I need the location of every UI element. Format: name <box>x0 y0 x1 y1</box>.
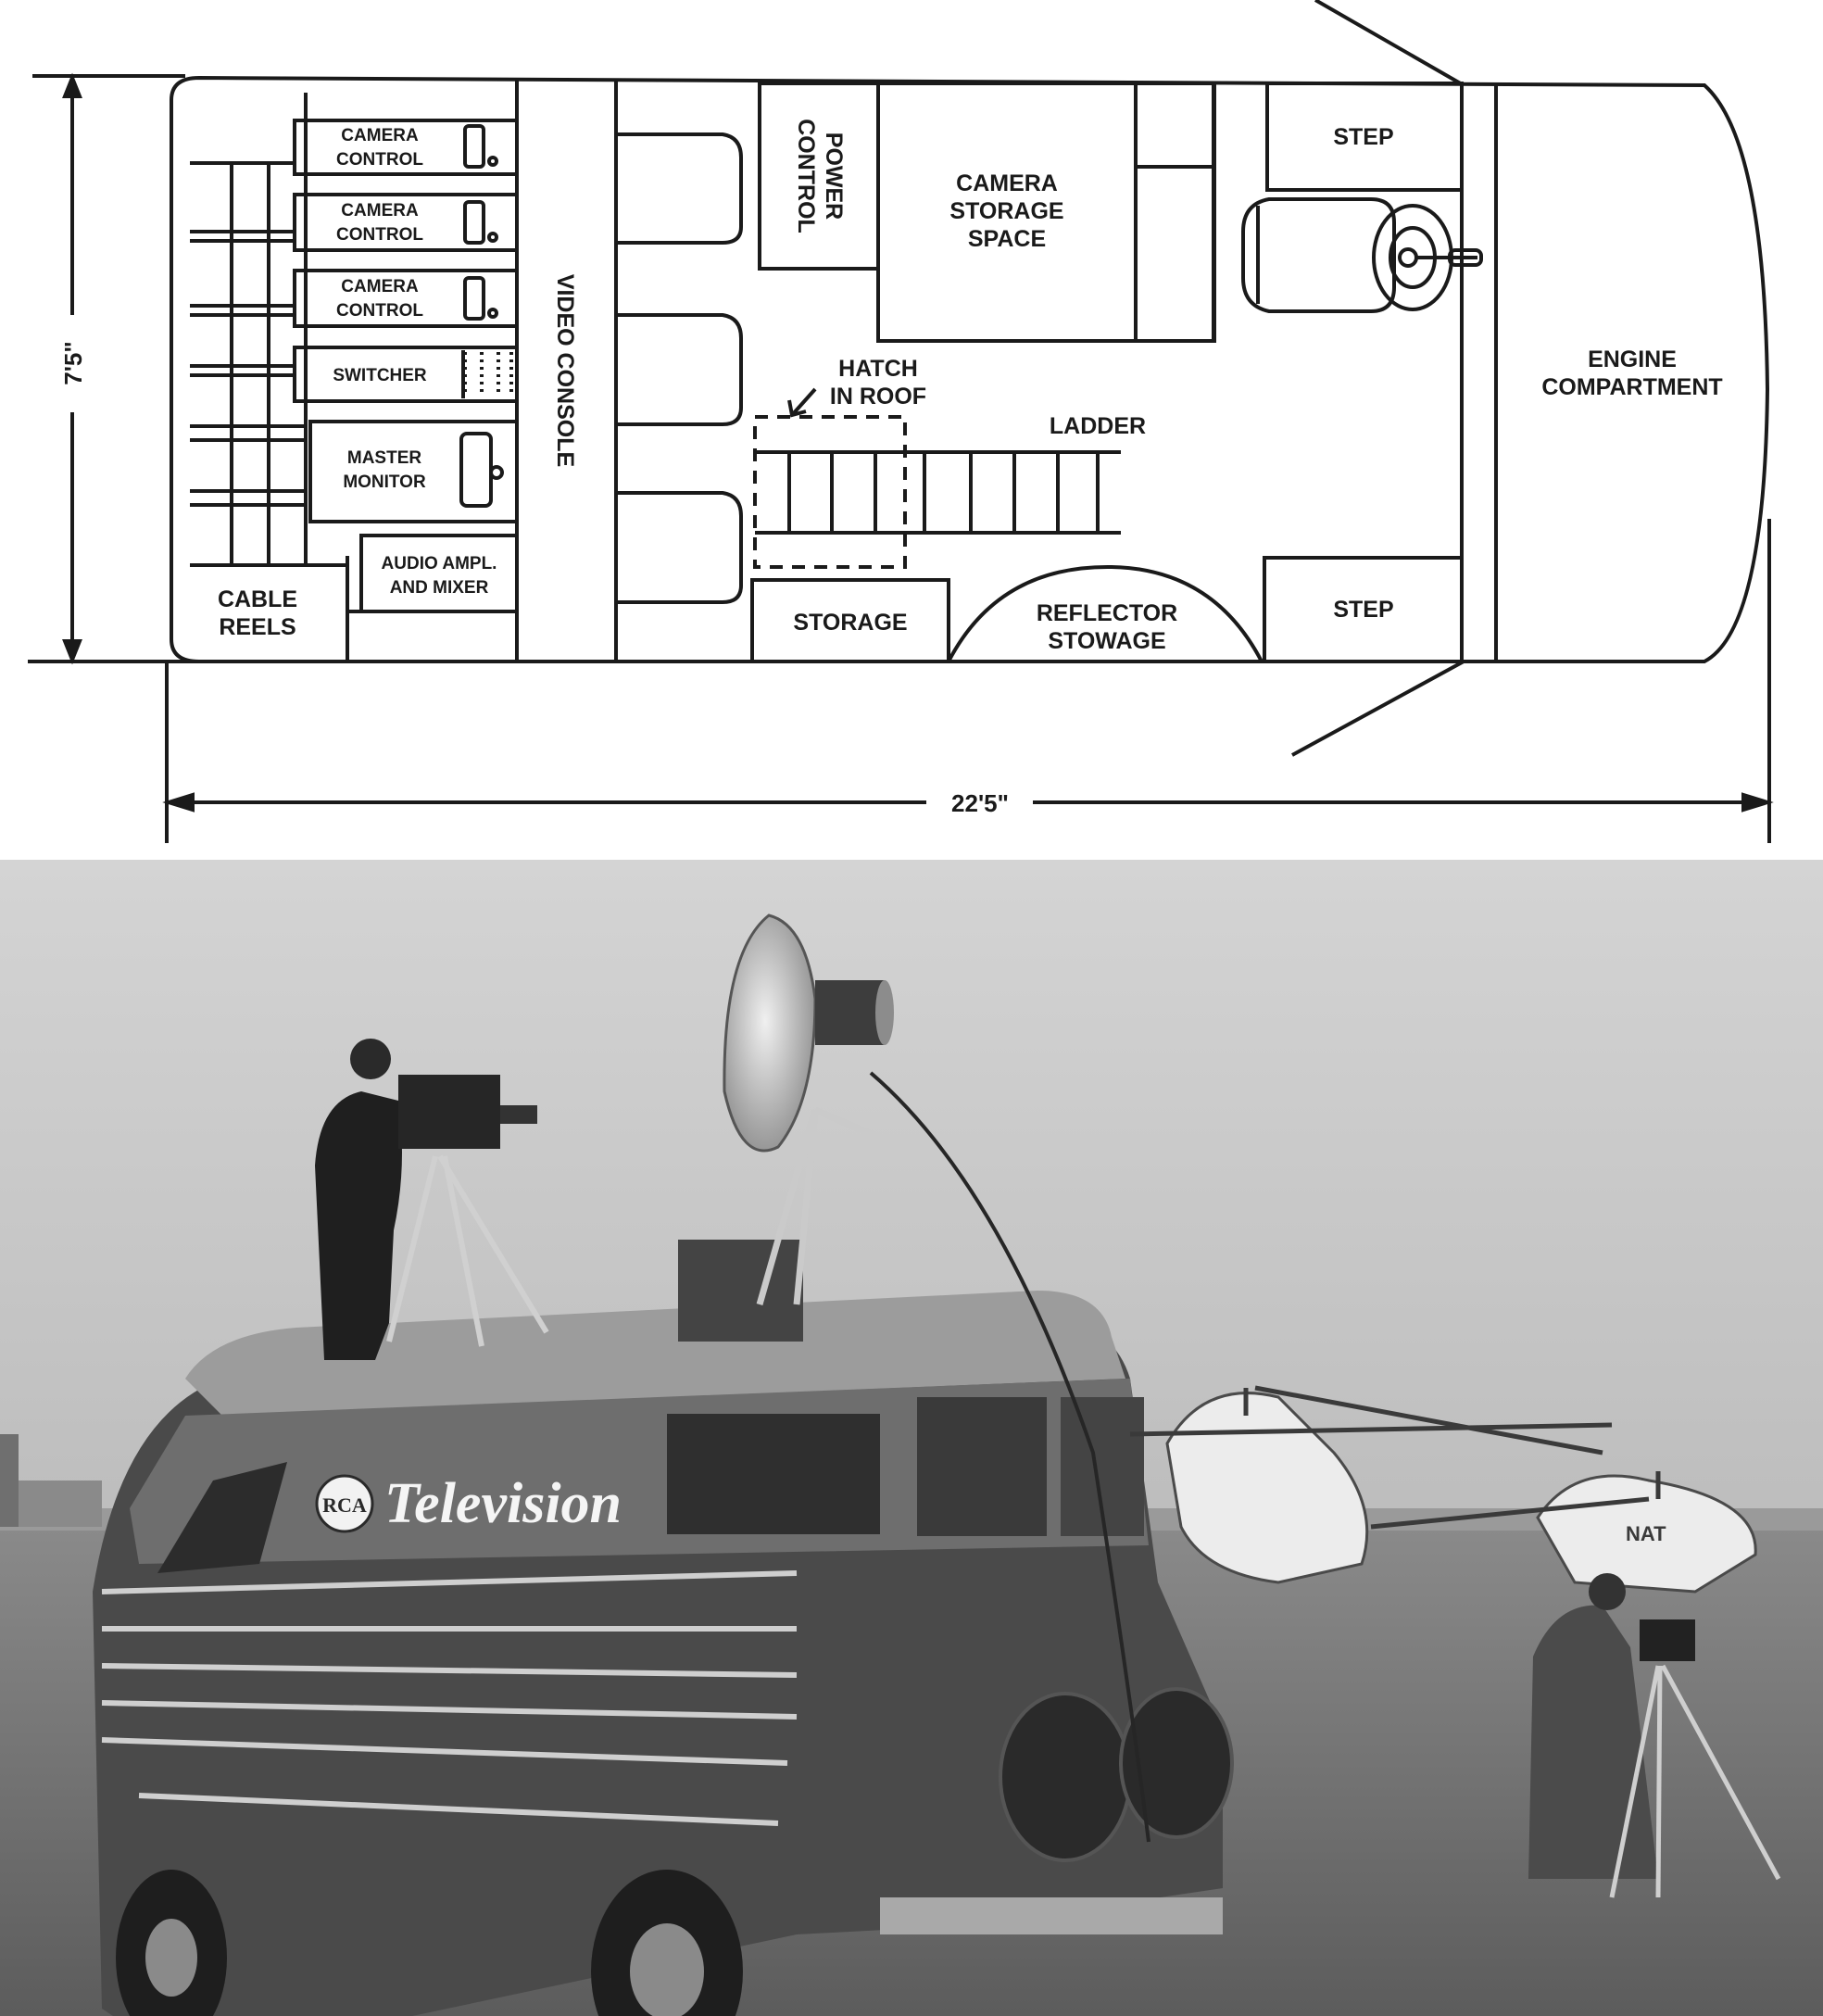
engine-line2: COMPARTMENT <box>1541 374 1722 400</box>
master-monitor-line2: MONITOR <box>343 472 426 492</box>
length-dimension-label: 22'5" <box>951 789 1009 817</box>
mobile-unit-photo: RCA Television <box>0 860 1823 2016</box>
rca-logo: RCA <box>315 1474 374 1533</box>
audio-line1: AUDIO AMPL. <box>382 554 497 573</box>
step-top-label: STEP <box>1333 124 1393 150</box>
width-dimension-label: 7'5" <box>59 341 87 384</box>
camera-control-3-line1: CAMERA <box>341 277 419 296</box>
power-control-line1: POWER <box>821 132 847 220</box>
floor-plan-diagram: 7'5" 22'5" CAMERA CONTROL CAMERA CONTROL… <box>28 0 1774 843</box>
storage-label: STORAGE <box>793 610 907 636</box>
camera-storage-line1: CAMERA <box>956 170 1058 196</box>
switcher-label: SWITCHER <box>333 366 427 385</box>
hatch-line2: IN ROOF <box>830 384 926 410</box>
power-control-line2: CONTROL <box>793 119 819 233</box>
audio-line2: AND MIXER <box>390 578 489 598</box>
cable-reels-line1: CABLE <box>218 586 297 612</box>
camera-control-2-line1: CAMERA <box>341 201 419 220</box>
master-monitor-line1: MASTER <box>347 448 422 468</box>
svg-text:RCA: RCA <box>322 1493 367 1517</box>
camera-control-1-line1: CAMERA <box>341 126 419 145</box>
camera-control-2-line2: CONTROL <box>336 225 423 245</box>
cable-reels-line2: REELS <box>219 614 295 640</box>
step-bottom-label: STEP <box>1333 597 1393 623</box>
camera-control-3-line2: CONTROL <box>336 301 423 321</box>
camera-storage-line2: STORAGE <box>949 198 1063 224</box>
reflector-line1: REFLECTOR <box>1037 600 1177 626</box>
hatch-line1: HATCH <box>838 356 918 382</box>
helicopter-marking: NAT <box>1626 1522 1666 1545</box>
camera-control-1-line2: CONTROL <box>336 150 423 170</box>
van-lettering: Television <box>384 1472 622 1535</box>
ladder-label: LADDER <box>1050 413 1146 439</box>
engine-line1: ENGINE <box>1588 346 1677 372</box>
reflector-line2: STOWAGE <box>1048 628 1165 654</box>
video-console-label: VIDEO CONSOLE <box>552 274 578 467</box>
camera-storage-line3: SPACE <box>968 226 1046 252</box>
